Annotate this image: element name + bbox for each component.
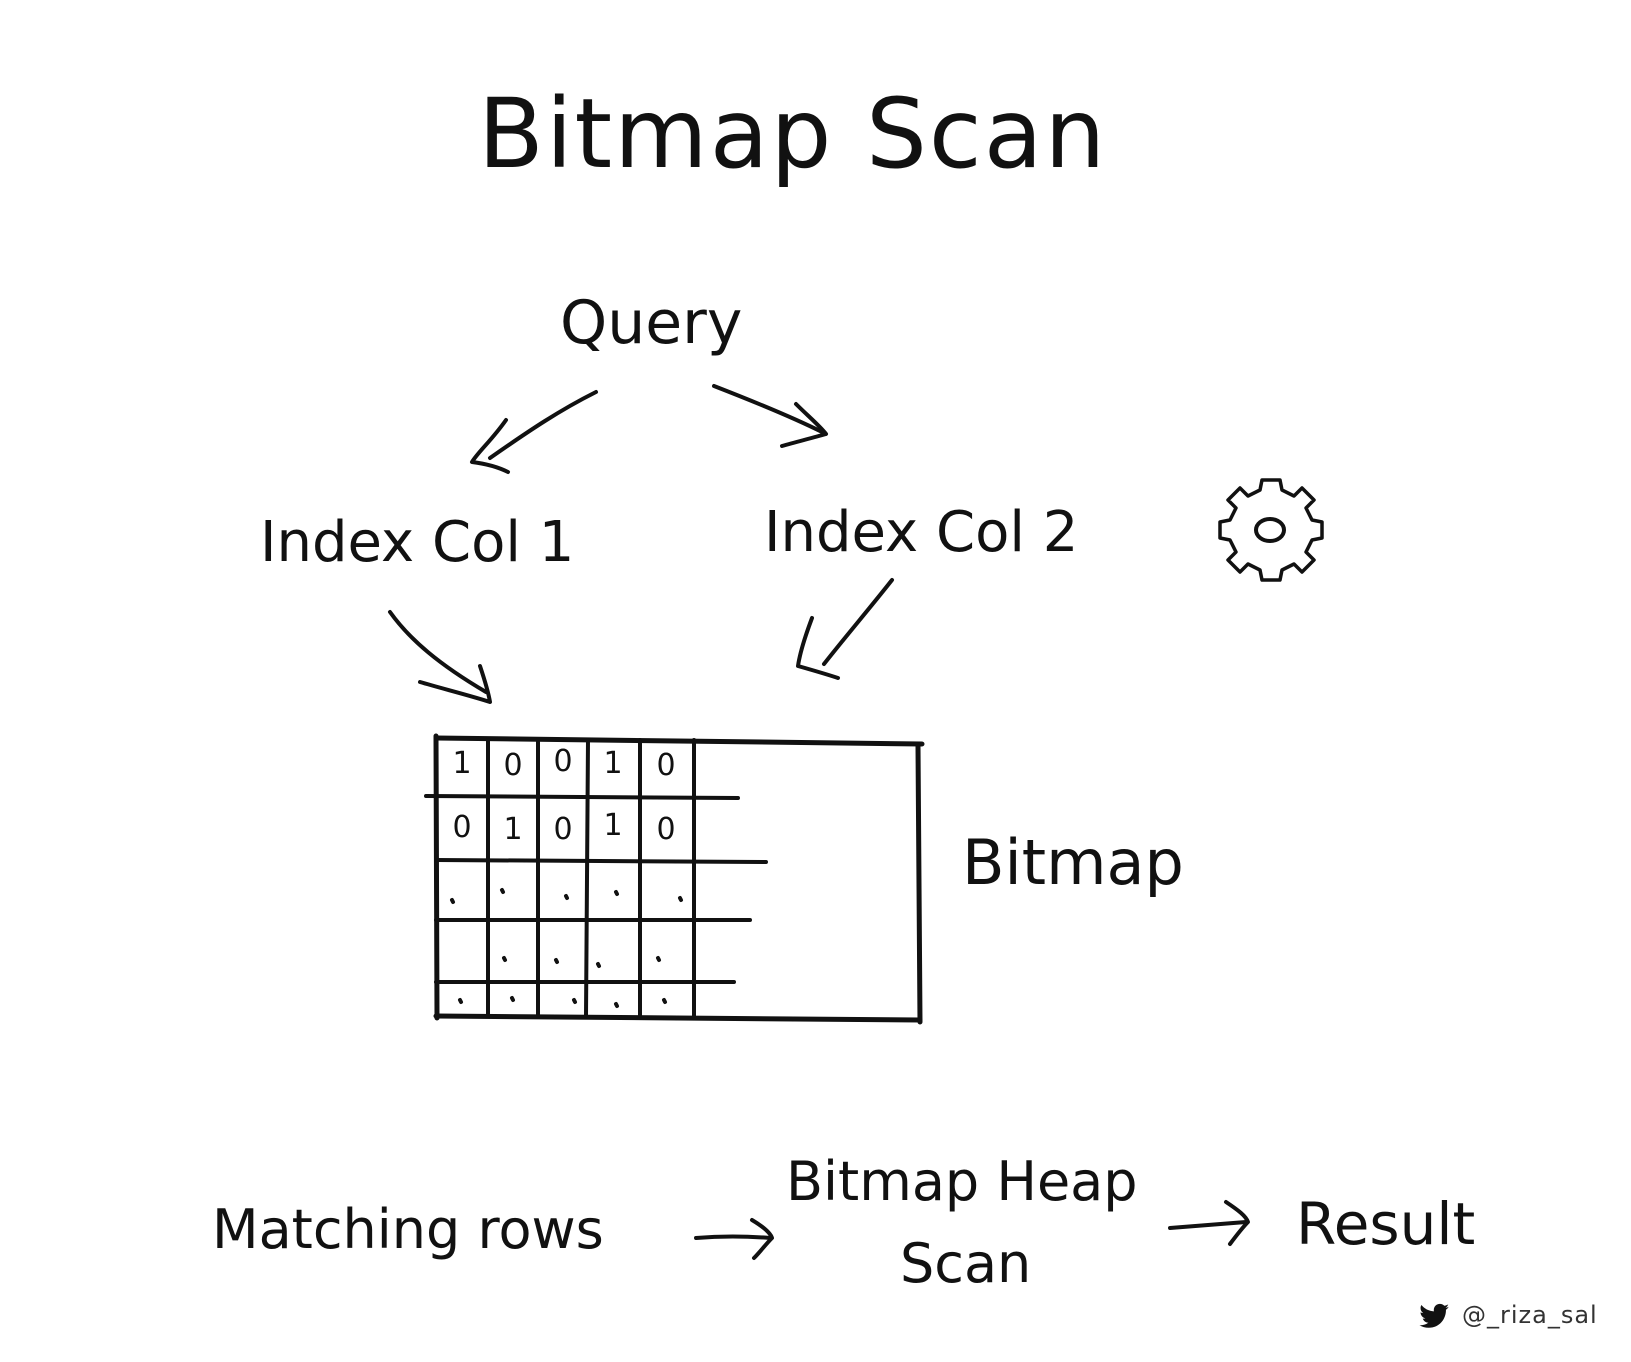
bitmap-grid — [424, 733, 925, 1025]
query-label: Query — [560, 288, 743, 358]
index-col-2-label: Index Col 2 — [764, 500, 1079, 565]
bitmap-cell: 1 — [503, 812, 523, 847]
bitmap-cell: 0 — [656, 812, 676, 847]
arrow-index-col-1-to-bitmap — [388, 610, 492, 704]
index-col-1-label: Index Col 1 — [260, 510, 575, 575]
bitmap-heap-scan-label-line-2: Scan — [900, 1232, 1032, 1295]
arrow-matching-rows-to-heap-scan — [694, 1218, 774, 1260]
bitmap-cell: 0 — [656, 748, 676, 783]
bitmap-cell: 0 — [503, 748, 523, 783]
gear-icon — [1218, 478, 1324, 582]
author-handle: @_riza_sal — [1462, 1301, 1598, 1329]
bitmap-cell: 1 — [603, 808, 623, 843]
bitmap-cell: 1 — [452, 746, 472, 781]
arrow-query-to-index-col-1 — [470, 390, 598, 474]
matching-rows-label: Matching rows — [212, 1198, 604, 1261]
bitmap-heap-scan-label-line-1: Bitmap Heap — [786, 1150, 1138, 1213]
diagram-title: Bitmap Scan — [478, 78, 1108, 190]
bitmap-placeholder-dots — [450, 888, 683, 1008]
result-label: Result — [1296, 1190, 1476, 1258]
bitmap-cell: 0 — [553, 744, 573, 779]
arrow-query-to-index-col-2 — [712, 384, 828, 448]
bitmap-cell: 1 — [603, 746, 623, 781]
twitter-bird-icon — [1419, 1303, 1450, 1328]
arrow-heap-scan-to-result — [1168, 1200, 1250, 1246]
bitmap-cell: 0 — [553, 812, 573, 847]
bitmap-label: Bitmap — [962, 826, 1184, 899]
bitmap-cell: 0 — [452, 810, 472, 845]
arrow-index-col-2-to-bitmap — [796, 578, 894, 680]
